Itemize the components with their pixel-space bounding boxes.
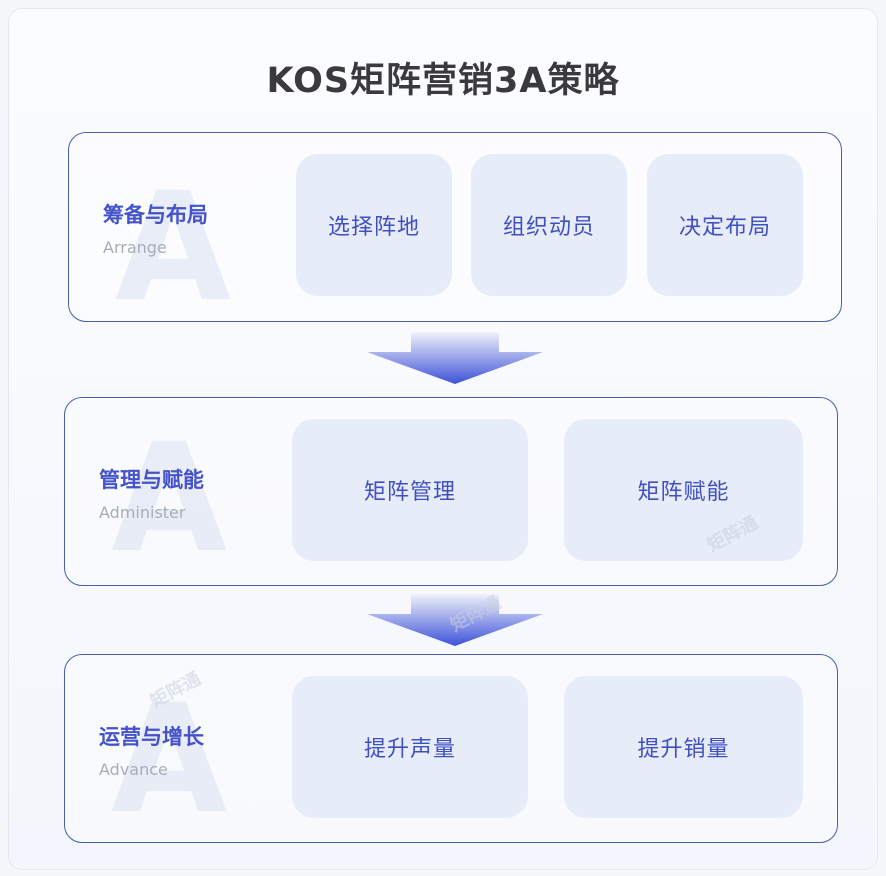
stage-title: 管理与赋能 bbox=[99, 468, 204, 492]
diagram-title: KOS矩阵营销3A策略 bbox=[266, 61, 620, 101]
step-box: 决定布局 bbox=[647, 154, 803, 296]
stage-title: 运营与增长 bbox=[99, 725, 204, 749]
stage-subtitle: Arrange bbox=[103, 238, 167, 257]
stage-watermark-letter: A bbox=[111, 412, 228, 586]
stage-subtitle: Administer bbox=[99, 503, 186, 522]
stage-subtitle: Advance bbox=[99, 760, 168, 779]
down-arrow-icon bbox=[367, 332, 543, 384]
step-box: 矩阵赋能 bbox=[564, 419, 803, 561]
down-arrow-icon bbox=[367, 594, 543, 646]
stage-administer: A 管理与赋能 Administer 矩阵管理 矩阵赋能 bbox=[64, 397, 838, 586]
step-box: 矩阵管理 bbox=[292, 419, 528, 561]
step-box: 提升声量 bbox=[292, 676, 528, 818]
stage-title: 筹备与布局 bbox=[103, 203, 208, 227]
stage-advance: A 运营与增长 Advance 提升声量 提升销量 bbox=[64, 654, 838, 843]
step-box: 选择阵地 bbox=[296, 154, 452, 296]
stage-arrange: A 筹备与布局 Arrange 选择阵地 组织动员 决定布局 bbox=[68, 132, 842, 322]
step-box: 组织动员 bbox=[471, 154, 627, 296]
step-box: 提升销量 bbox=[564, 676, 803, 818]
